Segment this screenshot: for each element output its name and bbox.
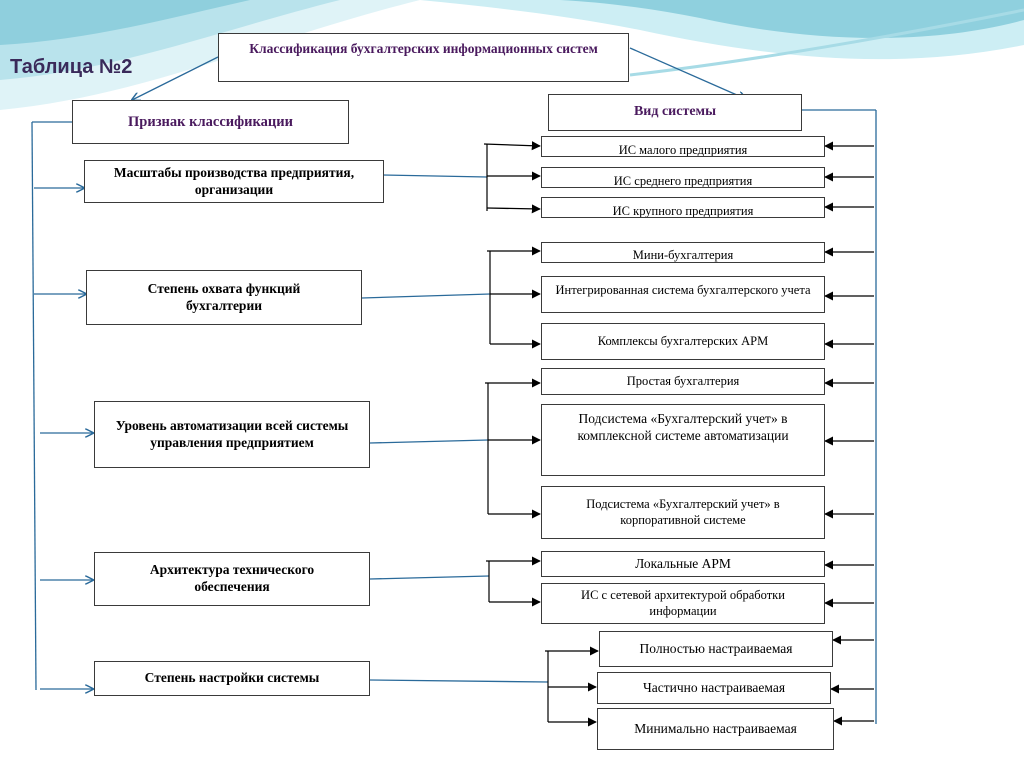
system-box-4: Мини-бухгалтерия	[541, 242, 825, 263]
system-box-12: Полностью настраиваемая	[599, 631, 833, 667]
system-box-3: ИС крупного предприятия	[541, 197, 825, 218]
link-criterion-2	[361, 293, 491, 299]
system-box-14: Минимально настраиваемая	[597, 708, 834, 750]
left-header-box: Признак классификации	[72, 100, 349, 144]
root-box: Классификация бухгалтерских информационн…	[218, 33, 629, 82]
criterion-box-5: Степень настройки системы	[94, 661, 370, 696]
system-box-13: Частично настраиваемая	[597, 672, 831, 704]
criterion-box-1: Масштабы производства предприятия, орган…	[84, 160, 384, 203]
left-trunk	[31, 121, 37, 691]
system-box-7: Простая бухгалтерия	[541, 368, 825, 395]
criterion-box-3: Уровень автоматизации всей системы управ…	[94, 401, 370, 468]
link-criterion-1	[382, 174, 488, 178]
system-box-11: ИС с сетевой архитектурой обработки инфо…	[541, 583, 825, 624]
wave-top-dark	[560, 0, 1024, 38]
wave-line	[629, 8, 1024, 77]
arrow-root-right	[629, 47, 746, 99]
link-criterion-4	[369, 575, 490, 580]
right-header-box: Вид системы	[548, 94, 802, 131]
system-box-8: Подсистема «Бухгалтерский учет» в компле…	[541, 404, 825, 476]
arrow-to-system-3	[486, 204, 541, 214]
system-box-6: Комплексы бухгалтерских АРМ	[541, 323, 825, 360]
criterion-box-4: Архитектура технического обеспечения	[94, 552, 370, 606]
system-box-1: ИС малого предприятия	[541, 136, 825, 157]
arrow-root-left	[132, 56, 219, 100]
arrow-to-system-1	[483, 141, 541, 151]
wave-left-dark	[0, 0, 250, 45]
slide-title: Таблица №2	[10, 56, 133, 78]
link-criterion-3	[369, 439, 489, 444]
system-box-5: Интегрированная система бухгалтерского у…	[541, 276, 825, 313]
system-box-10: Локальные АРМ	[541, 551, 825, 577]
system-box-2: ИС среднего предприятия	[541, 167, 825, 188]
link-criterion-5	[369, 679, 549, 683]
system-box-9: Подсистема «Бухгалтерский учет» в корпор…	[541, 486, 825, 539]
criterion-box-2: Степень охвата функций бухгалтерии	[86, 270, 362, 325]
